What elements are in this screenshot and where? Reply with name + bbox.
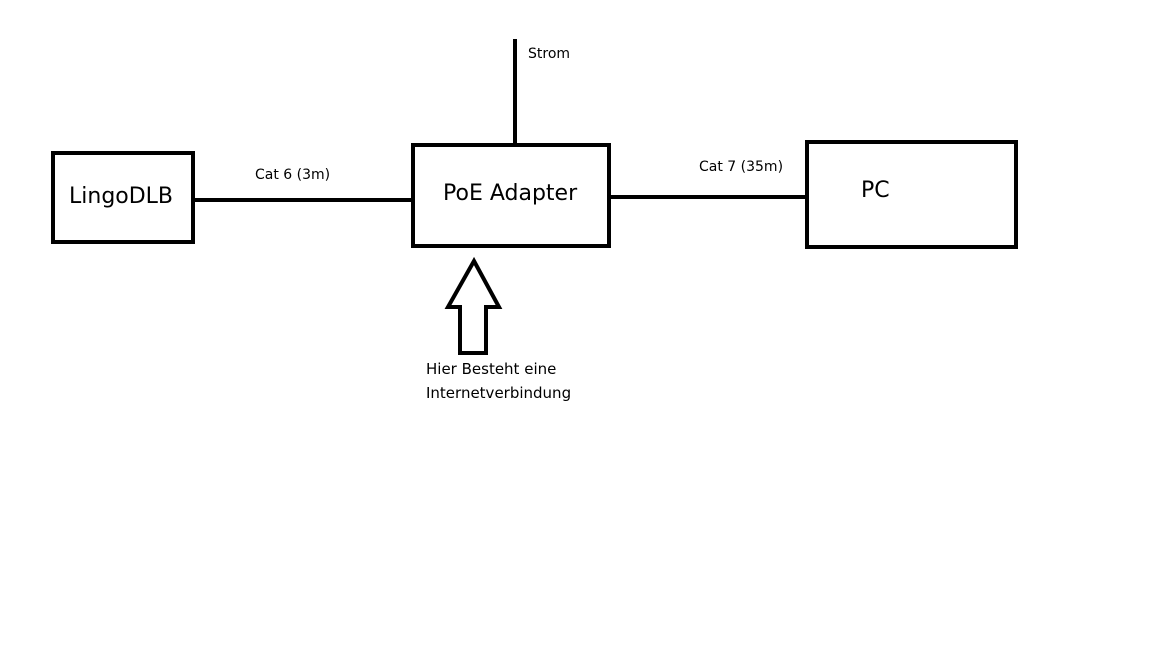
arrow-up-icon (444, 256, 503, 355)
internet-annotation: Hier Besteht eine Internetverbindung (426, 357, 571, 405)
annotation-line-2: Internetverbindung (426, 384, 572, 402)
cat6-label: Cat 6 (3m) (255, 167, 331, 183)
annotation-line-1: Hier Besteht eine (426, 360, 557, 378)
lingodlb-node: LingoDLB (51, 151, 195, 244)
strom-label: Strom (528, 46, 571, 62)
poe-adapter-node: PoE Adapter (411, 143, 611, 248)
cat7-label: Cat 7 (35m) (699, 159, 784, 175)
lingodlb-label: LingoDLB (69, 184, 174, 209)
pc-node: PC (805, 140, 1018, 249)
pc-label: PC (861, 178, 890, 203)
poe-adapter-label: PoE Adapter (443, 181, 578, 206)
